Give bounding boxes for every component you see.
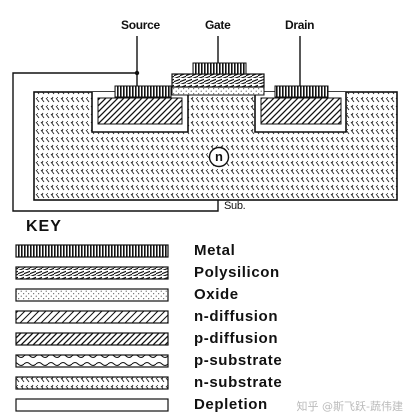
key-item-depletion: Depletion (10, 396, 370, 416)
watermark-text: 知乎 @斯飞跃-蔬伟建 (296, 400, 403, 413)
key-label-polysilicon: Polysilicon (194, 264, 280, 281)
key-swatch-n-diffusion (15, 310, 169, 324)
source-metal-contact (114, 85, 172, 98)
n-type-marker-label: n (215, 149, 223, 164)
key-title: KEY (26, 218, 62, 235)
key-item-p-diffusion: p-diffusion (10, 330, 370, 350)
key-item-n-substrate: n-substrate (10, 374, 370, 394)
n-type-marker-circle (208, 146, 230, 168)
key-label-oxide: Oxide (194, 286, 239, 303)
key-swatch-n-substrate (15, 376, 169, 390)
key-label-p-substrate: p-substrate (194, 352, 283, 369)
key-item-polysilicon: Polysilicon (10, 264, 370, 284)
polysilicon-gate (171, 73, 265, 88)
key-item-oxide: Oxide (10, 286, 370, 306)
substrate-connection-wire (12, 72, 219, 212)
key-swatch-p-substrate (15, 354, 169, 368)
key-label-metal: Metal (194, 242, 236, 259)
source-label: Source (121, 18, 160, 32)
key-swatch-oxide (15, 288, 169, 302)
substrate-label: Sub. (224, 200, 246, 212)
key-swatch-p-diffusion (15, 332, 169, 346)
source-p-diffusion (97, 97, 183, 125)
drain-metal-contact (274, 85, 329, 98)
key-item-p-substrate: p-substrate (10, 352, 370, 372)
key-swatch-depletion (15, 398, 169, 412)
key-item-metal: Metal (10, 242, 370, 262)
drain-label: Drain (285, 18, 315, 32)
key-swatch-polysilicon (15, 266, 169, 280)
drain-p-diffusion (260, 97, 342, 125)
key-label-p-diffusion: p-diffusion (194, 330, 279, 347)
gate-metal-contact (192, 62, 247, 75)
key-swatch-metal (15, 244, 169, 258)
key-label-n-diffusion: n-diffusion (194, 308, 279, 325)
gate-label: Gate (205, 18, 231, 32)
key-label-n-substrate: n-substrate (194, 374, 283, 391)
key-item-n-diffusion: n-diffusion (10, 308, 370, 328)
key-label-depletion: Depletion (194, 396, 268, 413)
